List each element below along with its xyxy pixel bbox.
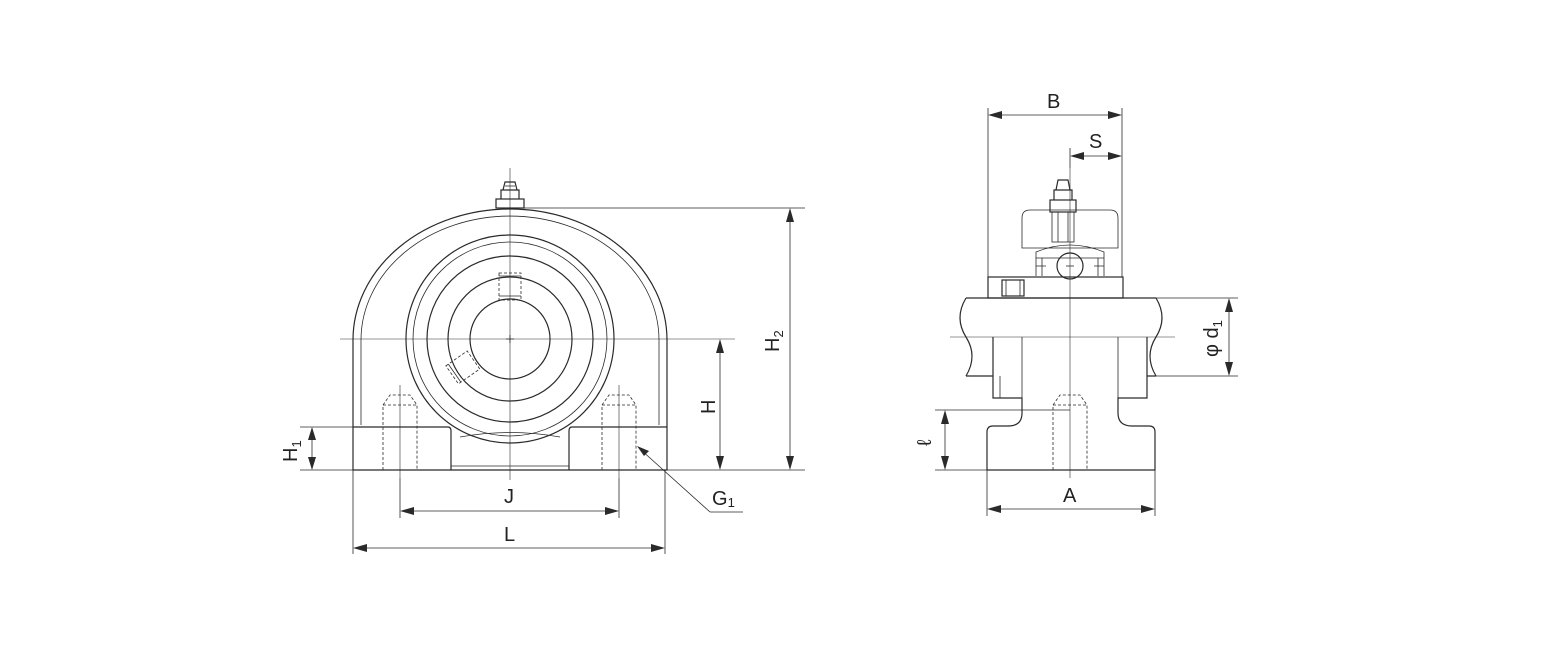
- shaft-break-left: [959, 297, 973, 377]
- shaft-break-right: [1149, 297, 1163, 377]
- side-bolt-hole: [1052, 394, 1088, 470]
- right-bolt-hole: [601, 385, 637, 478]
- right-foot: [568, 426, 667, 470]
- housing-outline: [352, 208, 668, 471]
- outer-ring-inner: [412, 241, 608, 437]
- pedestal-body: [986, 337, 1156, 471]
- s-label: S: [1089, 131, 1102, 153]
- grease-nipple-front: [495, 181, 525, 209]
- inner-ring: [426, 255, 594, 423]
- ell-label: ℓ: [914, 439, 936, 446]
- h-label: H: [698, 400, 720, 414]
- seal-left: [1035, 258, 1046, 276]
- set-screw-angled: [445, 350, 481, 385]
- set-screw-section: [1001, 279, 1025, 297]
- collar: [447, 276, 573, 402]
- set-screw-top: [498, 272, 522, 301]
- housing-section-top: [1021, 209, 1119, 249]
- h1-label: H1: [280, 440, 304, 462]
- ball: [1056, 252, 1084, 280]
- seal-right: [1094, 258, 1105, 276]
- outer-ring-section: [1035, 244, 1105, 259]
- left-foot: [353, 426, 452, 470]
- left-bolt-hole: [382, 385, 418, 478]
- j-label: J: [504, 486, 514, 508]
- grease-nipple-side: [1049, 179, 1077, 243]
- housing-inner-outline: [360, 215, 660, 425]
- outer-ring: [405, 234, 615, 444]
- front-view: H2 H H1 J L G1: [280, 168, 805, 554]
- pedestal-arc: [459, 432, 561, 438]
- a-label: A: [1063, 485, 1077, 507]
- b-label: B: [1047, 91, 1060, 113]
- h2-label: H2: [762, 330, 786, 352]
- bore: [469, 298, 551, 380]
- side-view: B S φ d1 ℓ A: [914, 91, 1238, 516]
- phi-d1-label: φ d1: [1201, 320, 1225, 357]
- g1-label: G1: [712, 488, 735, 510]
- g1-leader: [639, 448, 711, 513]
- l-label: L: [504, 524, 515, 546]
